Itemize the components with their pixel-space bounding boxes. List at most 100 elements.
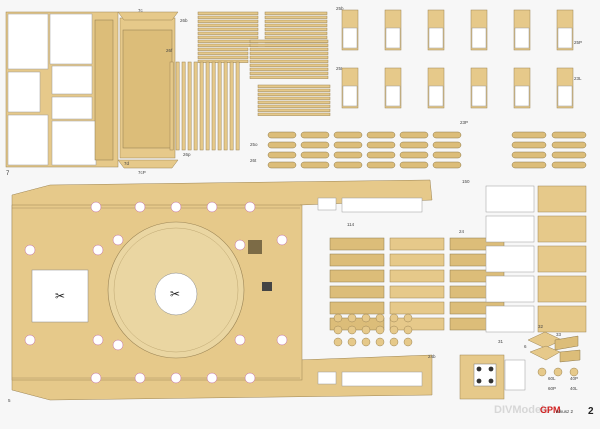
watermark: DIVModels xyxy=(494,404,550,416)
small-plate xyxy=(504,359,526,391)
fender-panel xyxy=(329,285,385,299)
label-60p: 60P xyxy=(548,386,556,391)
track-link xyxy=(333,161,363,169)
turret-front-face xyxy=(122,29,173,149)
strip xyxy=(249,55,329,59)
publisher-logo: GPM xyxy=(540,405,561,415)
track-link xyxy=(267,161,297,169)
turret-flap xyxy=(117,11,179,21)
track-link xyxy=(300,151,330,159)
fender-panel xyxy=(329,237,385,251)
fold-part-inner xyxy=(342,27,358,49)
ring-part xyxy=(403,337,413,347)
label-25l: 25L xyxy=(336,66,344,71)
fold-parts-25-23: 25b 25P 25L 23L 23P xyxy=(336,6,582,125)
fender-slot xyxy=(537,275,587,303)
ring-part xyxy=(389,325,399,335)
ring-part xyxy=(389,313,399,323)
strip xyxy=(197,43,259,47)
label-60l: 60L xyxy=(548,376,556,381)
ring-part xyxy=(361,325,371,335)
fender-panel xyxy=(389,285,445,299)
fender-panel xyxy=(389,301,445,315)
track-link xyxy=(333,151,363,159)
sheet-footer: DIVModels GPM arkusz 2 2 xyxy=(494,404,594,417)
track-link xyxy=(300,141,330,149)
label-26f: 26f xyxy=(166,48,173,53)
rivet-circle xyxy=(206,201,218,213)
track-link xyxy=(267,131,297,139)
strip xyxy=(197,47,249,51)
track-link xyxy=(432,131,462,139)
footer-note: arkusz 2 xyxy=(556,409,574,414)
track-link xyxy=(432,151,462,159)
label-26b: 26b xyxy=(180,18,188,23)
strip xyxy=(249,75,329,79)
fender-panel xyxy=(329,317,385,331)
ring-part xyxy=(333,337,343,347)
strip xyxy=(211,61,216,151)
fender-slot xyxy=(537,305,587,333)
label-40p: 40P xyxy=(570,376,578,381)
fold-part-inner xyxy=(514,85,530,107)
strip xyxy=(223,61,228,151)
track-link xyxy=(333,141,363,149)
strip xyxy=(257,96,331,100)
fender-slot xyxy=(537,245,587,273)
label-31: 31 xyxy=(498,339,504,344)
rivet-circle xyxy=(92,334,104,346)
track-link xyxy=(366,161,396,169)
ring-parts xyxy=(333,313,413,347)
label-40l: 40L xyxy=(570,386,578,391)
horizontal-strips xyxy=(197,11,331,116)
track-link xyxy=(399,151,429,159)
strip xyxy=(169,61,174,151)
cutout-circle xyxy=(154,272,198,316)
ring-part xyxy=(347,325,357,335)
track-link-parts xyxy=(267,131,587,169)
track-link xyxy=(366,151,396,159)
track-link xyxy=(551,151,587,159)
strip xyxy=(217,61,222,151)
fender-slot xyxy=(537,215,587,243)
strip xyxy=(197,19,259,23)
label-26p: 26p xyxy=(183,152,191,157)
rivet-circle xyxy=(24,244,36,256)
rivet-circle xyxy=(112,234,124,246)
strip xyxy=(197,15,259,19)
track-link xyxy=(551,161,587,169)
strip xyxy=(264,35,328,39)
rivet-circle xyxy=(170,201,182,213)
rivet-circle xyxy=(90,201,102,213)
fold-part-inner xyxy=(514,27,530,49)
label-150: 150 xyxy=(462,179,470,184)
ring-part xyxy=(347,313,357,323)
strip xyxy=(257,88,331,92)
track-link xyxy=(511,131,547,139)
fold-part-inner xyxy=(557,27,573,49)
track-link xyxy=(333,131,363,139)
rivet-circle xyxy=(90,372,102,384)
label-7cp: 7cP xyxy=(138,170,146,175)
track-link xyxy=(399,141,429,149)
label-25b: 25b xyxy=(336,6,344,11)
label-5: 5 xyxy=(8,398,11,403)
rivet-circle xyxy=(276,234,288,246)
label-25o: 25o xyxy=(250,142,258,147)
fold-part-inner xyxy=(428,85,444,107)
track-link xyxy=(511,161,547,169)
rivet-circle xyxy=(206,372,218,384)
label-6: 6 xyxy=(524,344,527,349)
fender-slot xyxy=(485,305,535,333)
strip xyxy=(264,11,328,15)
fender-panel xyxy=(329,301,385,315)
track-link xyxy=(399,161,429,169)
bolt xyxy=(476,366,482,372)
strip xyxy=(257,108,331,112)
strip xyxy=(197,55,249,59)
fender-slot xyxy=(485,215,535,243)
strip xyxy=(197,51,249,55)
strip xyxy=(197,39,259,43)
fender-panel xyxy=(329,269,385,283)
